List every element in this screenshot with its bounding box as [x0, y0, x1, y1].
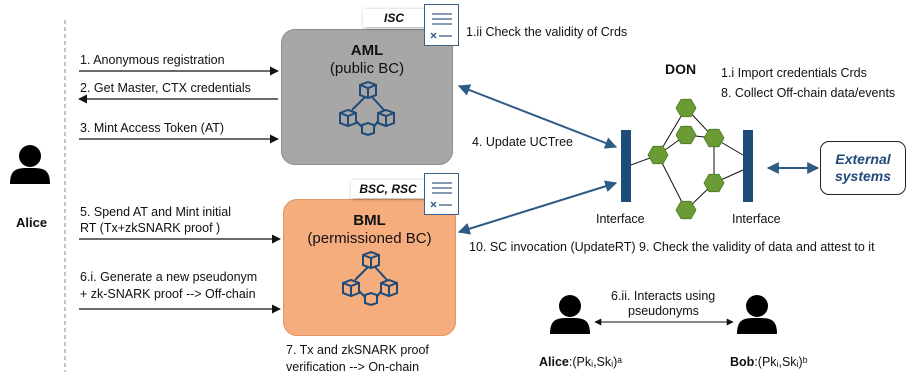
don-node — [675, 98, 697, 118]
don-nodes — [647, 98, 725, 220]
bsc-rsc-document-icon — [424, 173, 459, 215]
don-node — [675, 200, 697, 220]
don-network — [630, 107, 744, 211]
bob-name: Bob — [730, 355, 755, 369]
arrow-update-uctree — [457, 84, 618, 149]
aml-subtitle: (public BC) — [329, 60, 405, 77]
step-6i-label-line1: 6.i. Generate a new pseudonym — [80, 270, 258, 284]
alice-bottom-avatar — [550, 295, 590, 334]
step-7-label-line1: 7. Tx and zkSNARK proof — [286, 343, 429, 357]
don-node — [675, 125, 697, 145]
bml-subtitle: (permissioned BC) — [307, 230, 432, 247]
isc-document-icon — [424, 4, 459, 46]
don-node — [647, 145, 669, 165]
step-1i-label: 1.i Import credentials Crds — [721, 66, 867, 80]
alice-bottom-label: Alice:(Pkᵢ,Skᵢ)ᵃ — [539, 355, 622, 370]
external-systems-box: External systems — [820, 141, 906, 195]
step-7-label-line2: verification --> On-chain — [286, 360, 420, 374]
bob-keys: :(Pkᵢ,Skᵢ)ᵇ — [754, 355, 808, 369]
step-1ii-label: 1.ii Check the validity of Crds — [466, 25, 628, 39]
step-10-label: 10. SC invocation (UpdateRT) — [469, 240, 636, 254]
step-1-label: 1. Anonymous registration — [80, 53, 225, 67]
don-right-interface-label: Interface — [732, 212, 781, 226]
bob-avatar — [737, 295, 777, 334]
step-5-label-line2: RT (Tx+zkSNARK proof ) — [80, 221, 221, 235]
isc-contract-tag: ISC — [363, 9, 425, 27]
alice-left-label: Alice — [16, 215, 48, 230]
step-4-label: 4. Update UCTree — [472, 135, 573, 149]
external-systems-line1: External — [835, 151, 891, 167]
don-right-interface — [743, 130, 753, 202]
bml-box: BML (permissioned BC) — [283, 199, 456, 336]
don-title: DON — [665, 61, 697, 77]
aml-title: AML — [350, 42, 384, 59]
step-5-label-line1: 5. Spend AT and Mint initial — [80, 205, 232, 219]
step-6i-label-line2: + zk-SNARK proof --> Off-chain — [80, 287, 256, 301]
blockchain-icon — [339, 81, 395, 137]
blockchain-icon — [341, 251, 398, 307]
don-left-interface-label: Interface — [596, 212, 645, 226]
alice-keys: :(Pkᵢ,Skᵢ)ᵃ — [568, 355, 622, 369]
step-2-label: 2. Get Master, CTX credentials — [80, 81, 251, 95]
bsc-rsc-contract-tag: BSC, RSC — [351, 180, 425, 198]
alice-bottom-name: Alice — [539, 355, 569, 369]
bob-label: Bob:(Pkᵢ,Skᵢ)ᵇ — [730, 355, 807, 370]
step-9-label: 9. Check the validity of data and attest… — [639, 240, 875, 254]
aml-box: AML (public BC) — [281, 29, 453, 165]
step-8-label: 8. Collect Off-chain data/events — [721, 86, 896, 100]
don-node — [703, 128, 725, 148]
step-6ii-label-line2: pseudonyms — [628, 304, 699, 318]
step-3-label: 3. Mint Access Token (AT) — [80, 121, 225, 135]
don-node — [703, 173, 725, 193]
step-6ii-label-line1: 6.ii. Interacts using — [611, 289, 716, 303]
alice-left-avatar — [10, 145, 50, 184]
don-left-interface — [621, 130, 631, 202]
arrow-sc-invocation — [457, 180, 618, 235]
external-systems-line2: systems — [834, 168, 892, 184]
bml-title: BML — [353, 212, 386, 229]
